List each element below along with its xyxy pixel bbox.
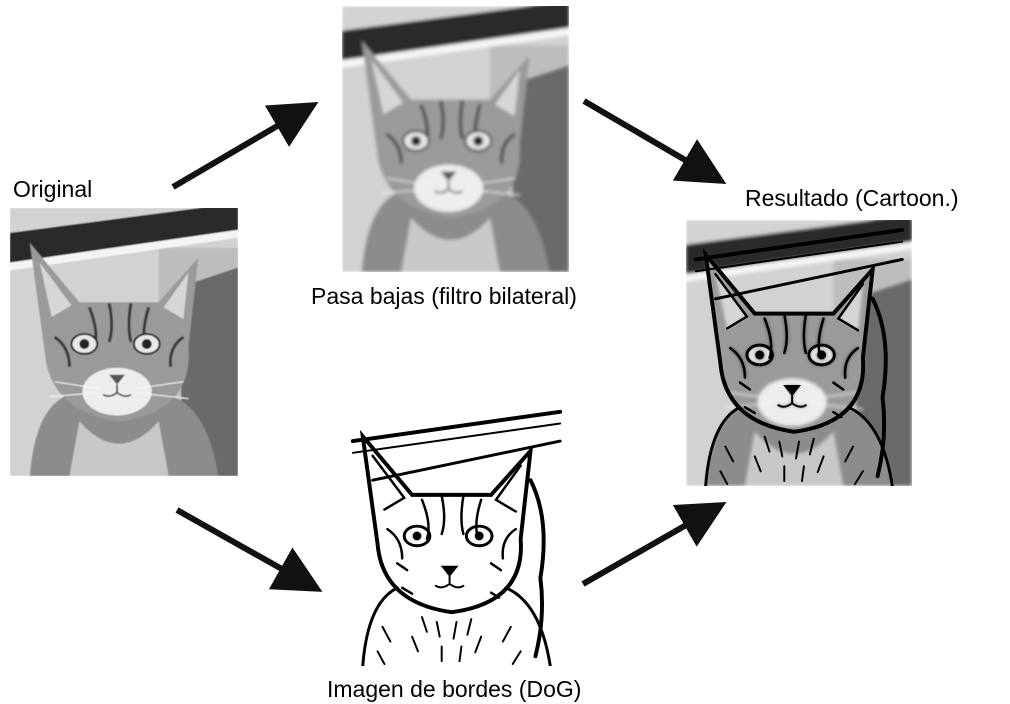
arrow-lowpass-to-result [584,101,716,178]
arrow-original-to-lowpass [173,108,308,187]
arrow-original-to-edges [177,510,312,586]
arrow-edges-to-result [583,508,716,584]
